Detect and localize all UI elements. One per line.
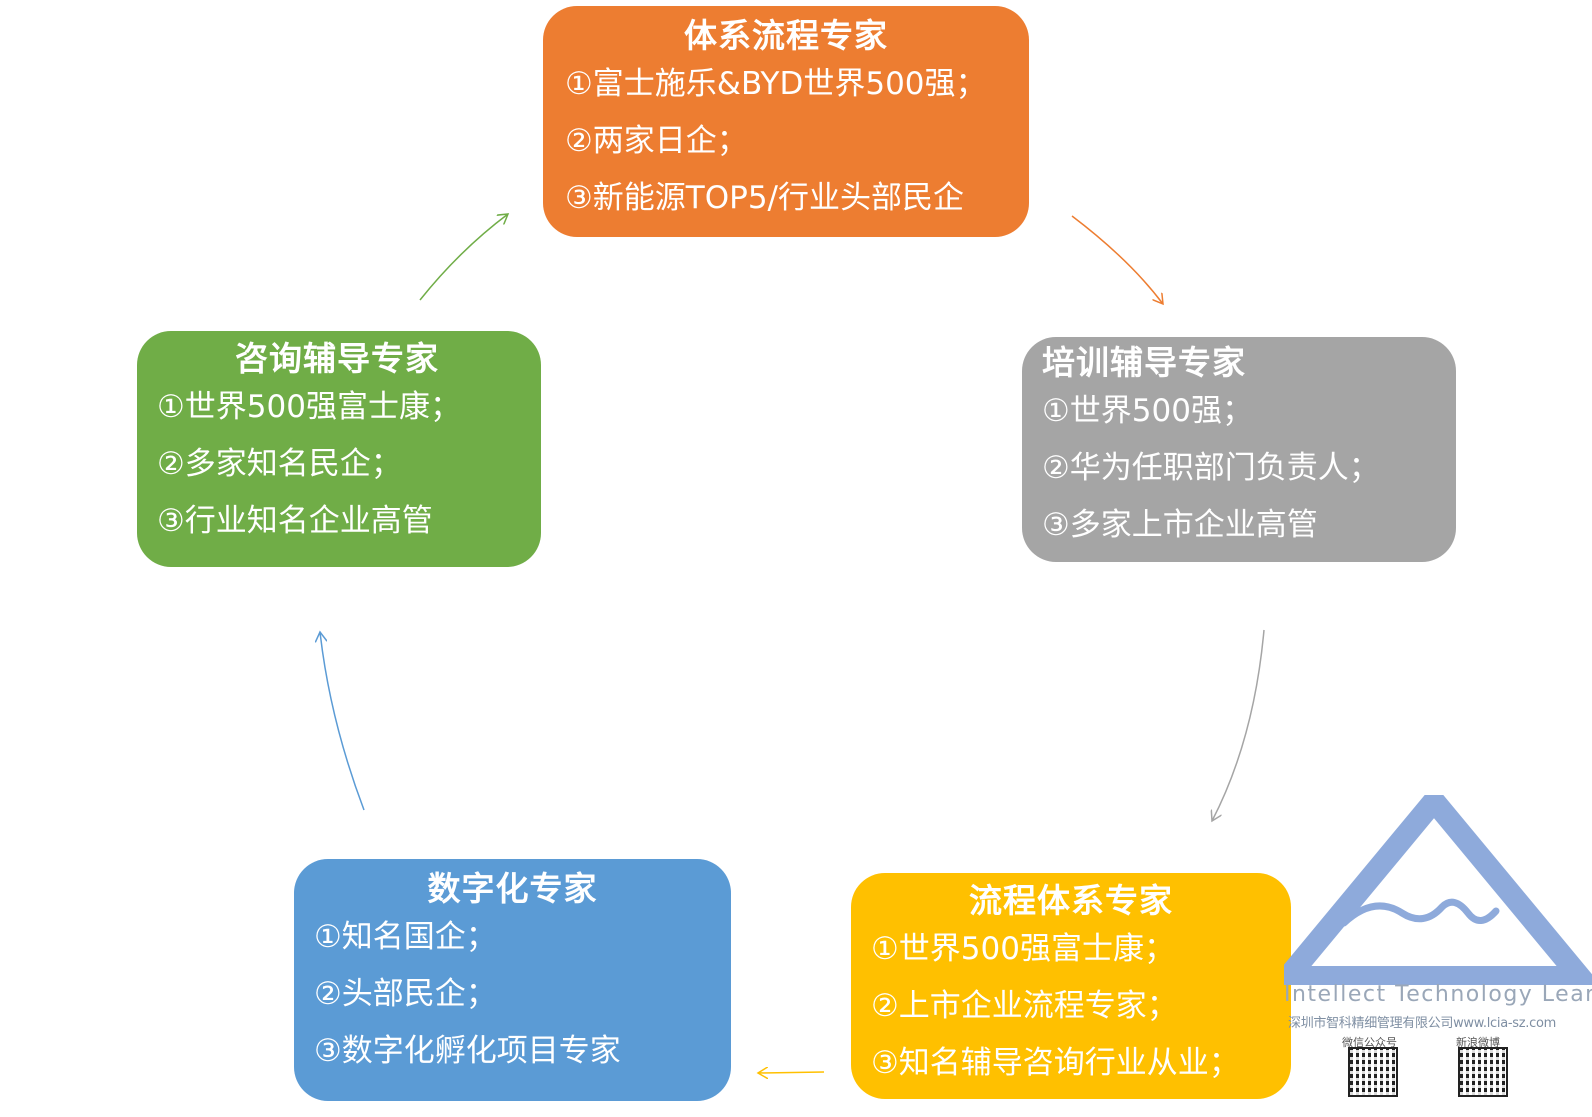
system-process-expert-card: 体系流程专家 ①富士施乐&BYD世界500强； ②两家日企； ③新能源TOP5/… — [543, 6, 1029, 237]
logo-wordmark: Intellect Technology Lean — [1284, 982, 1592, 1007]
arrow-system-to-training — [1071, 215, 1163, 304]
card-title: 数字化专家 — [427, 869, 598, 908]
arrow-process-to-digital — [758, 1072, 825, 1073]
arrow-digital-to-consult — [320, 632, 365, 811]
card-line: ①富士施乐&BYD世界500强； — [565, 66, 987, 102]
arrow-consult-to-system — [419, 214, 508, 301]
card-line: ①世界500强； — [1042, 393, 1253, 429]
company-name: 深圳市智科精细管理有限公司www.lcia-sz.com — [1288, 1016, 1556, 1031]
card-line: ①世界500强富士康； — [157, 389, 461, 425]
qr-left-label: 微信公众号 — [1342, 1036, 1397, 1049]
triangle-mountain-icon — [1284, 795, 1592, 985]
card-title: 流程体系专家 — [969, 881, 1173, 920]
card-line: ③多家上市企业高管 — [1042, 507, 1318, 543]
card-title: 咨询辅导专家 — [235, 339, 439, 378]
qr-right-label: 新浪微博 — [1456, 1036, 1500, 1049]
company-logo: Intellect Technology Lean 深圳市智科精细管理有限公司w… — [1284, 795, 1592, 1117]
consulting-coaching-expert-card: 咨询辅导专家 ①世界500强富士康； ②多家知名民企； ③行业知名企业高管 — [137, 331, 541, 567]
card-title: 培训辅导专家 — [1042, 343, 1246, 382]
card-line: ①知名国企； — [314, 919, 497, 955]
card-line: ①世界500强富士康； — [871, 931, 1175, 967]
card-line: ②上市企业流程专家； — [871, 988, 1178, 1024]
digitalization-expert-card: 数字化专家 ①知名国企； ②头部民企； ③数字化孵化项目专家 — [294, 859, 731, 1101]
card-line: ③新能源TOP5/行业头部民企 — [565, 180, 964, 216]
process-system-expert-card: 流程体系专家 ①世界500强富士康； ②上市企业流程专家； ③知名辅导咨询行业从… — [851, 873, 1291, 1099]
card-line: ②多家知名民企； — [157, 446, 402, 482]
card-line: ③行业知名企业高管 — [157, 503, 433, 539]
weibo-qr-code — [1458, 1047, 1508, 1097]
training-coaching-expert-card: 培训辅导专家 ①世界500强； ②华为任职部门负责人； ③多家上市企业高管 — [1022, 337, 1456, 562]
arrow-training-to-process — [1212, 629, 1265, 821]
card-line: ②两家日企； — [565, 123, 748, 159]
card-title: 体系流程专家 — [684, 16, 888, 55]
card-line: ②头部民企； — [314, 976, 497, 1012]
wechat-qr-code — [1348, 1047, 1398, 1097]
card-line: ③知名辅导咨询行业从业； — [871, 1045, 1240, 1081]
card-line: ③数字化孵化项目专家 — [314, 1033, 621, 1069]
card-line: ②华为任职部门负责人； — [1042, 450, 1380, 486]
